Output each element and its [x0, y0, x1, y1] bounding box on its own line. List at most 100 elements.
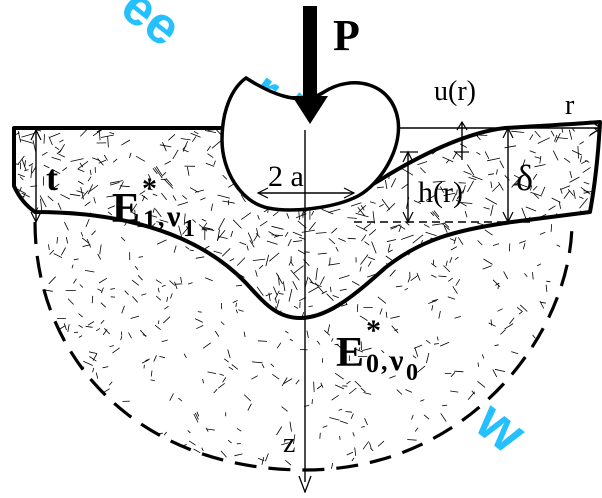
- texture-dash: [228, 440, 231, 443]
- texture-dash: [58, 275, 67, 278]
- texture-dash: [111, 302, 123, 308]
- texture-dash: [367, 303, 373, 308]
- texture-dash: [483, 266, 492, 269]
- texture-dash: [431, 275, 436, 278]
- texture-dash: [340, 436, 341, 440]
- texture-dash: [70, 407, 72, 416]
- texture-dash: [216, 314, 223, 315]
- texture-dash: [75, 307, 78, 316]
- coating-E-star: *: [142, 172, 157, 205]
- texture-dash: [579, 197, 583, 199]
- texture-dash: [273, 318, 281, 321]
- substrate-nu-sub: 0: [406, 360, 418, 386]
- texture-dash: [317, 341, 320, 345]
- texture-dash: [339, 319, 346, 322]
- texture-dash: [162, 172, 166, 176]
- texture-dash: [388, 244, 390, 252]
- texture-dash: [230, 259, 234, 261]
- texture-dash: [79, 325, 83, 327]
- texture-dash: [279, 293, 284, 294]
- texture-dash: [578, 317, 590, 322]
- texture-dash: [332, 395, 339, 400]
- coating-E: E: [112, 186, 140, 232]
- texture-dash: [68, 299, 74, 305]
- texture-dash: [199, 291, 204, 298]
- texture-dash: [540, 265, 545, 269]
- texture-dash: [139, 267, 143, 278]
- texture-dash: [540, 437, 544, 444]
- texture-dash: [58, 203, 61, 210]
- texture-dash: [285, 460, 291, 465]
- texture-dash: [271, 235, 283, 236]
- texture-dash: [500, 161, 504, 168]
- texture-dash: [192, 468, 196, 475]
- texture-dash: [386, 312, 387, 318]
- texture-dash: [347, 218, 357, 219]
- texture-dash: [572, 150, 582, 155]
- texture-dash: [351, 203, 361, 206]
- texture-dash: [43, 453, 49, 457]
- texture-dash: [176, 470, 177, 477]
- texture-dash: [79, 314, 83, 318]
- texture-dash: [49, 413, 53, 415]
- texture-dash: [360, 267, 361, 272]
- texture-dash: [460, 144, 467, 148]
- texture-dash: [15, 237, 20, 248]
- texture-dash: [464, 171, 472, 174]
- texture-dash: [173, 242, 183, 246]
- texture-dash: [77, 191, 85, 194]
- texture-dash: [526, 207, 536, 211]
- texture-dash: [324, 330, 330, 335]
- texture-dash: [346, 412, 352, 413]
- substrate-comma: ,: [381, 347, 388, 376]
- texture-dash: [502, 293, 508, 300]
- z-axis-label: z: [283, 428, 295, 459]
- texture-dash: [182, 195, 187, 199]
- texture-dash: [528, 428, 533, 432]
- texture-dash: [207, 307, 211, 317]
- thickness-label: t: [46, 158, 58, 198]
- texture-dash: [310, 282, 322, 287]
- texture-dash: [247, 246, 248, 251]
- texture-dash: [128, 272, 141, 275]
- texture-dash: [535, 344, 540, 352]
- texture-dash: [283, 241, 287, 251]
- texture-dash: [71, 465, 75, 469]
- texture-dash: [530, 151, 536, 153]
- texture-dash: [196, 227, 198, 230]
- texture-dash: [448, 297, 455, 299]
- texture-dash: [206, 428, 208, 432]
- texture-dash: [86, 270, 90, 283]
- texture-dash: [17, 283, 21, 286]
- texture-dash: [181, 139, 191, 140]
- texture-dash: [476, 271, 483, 277]
- texture-dash: [72, 375, 78, 378]
- texture-dash: [104, 155, 107, 161]
- texture-dash: [67, 216, 71, 220]
- texture-dash: [446, 160, 449, 164]
- texture-dash: [505, 324, 513, 329]
- texture-dash: [565, 304, 569, 316]
- texture-dash: [420, 400, 424, 402]
- texture-dash: [528, 285, 532, 290]
- texture-dash: [18, 174, 25, 177]
- texture-dash: [144, 244, 153, 248]
- texture-dash: [426, 353, 429, 363]
- texture-dash: [49, 277, 56, 284]
- texture-dash: [458, 237, 463, 244]
- texture-dash: [368, 261, 371, 266]
- texture-dash: [206, 163, 214, 166]
- texture-dash: [218, 383, 224, 388]
- texture-dash: [294, 266, 304, 274]
- texture-dash: [478, 240, 483, 245]
- texture-dash: [363, 251, 366, 258]
- texture-dash: [517, 307, 523, 311]
- texture-dash: [40, 232, 46, 242]
- texture-dash: [184, 354, 186, 358]
- texture-dash: [103, 367, 109, 368]
- texture-dash: [102, 245, 107, 247]
- texture-dash: [474, 457, 479, 461]
- texture-dash: [316, 233, 327, 234]
- texture-dash: [497, 309, 502, 312]
